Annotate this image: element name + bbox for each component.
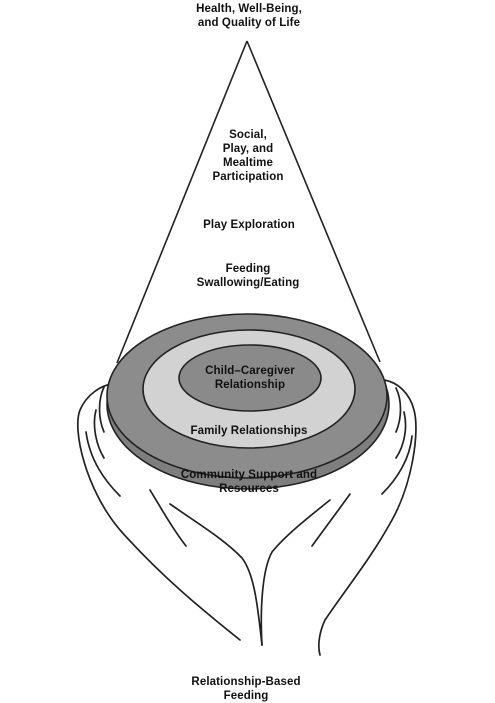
right-thumb [311, 493, 351, 547]
apex-label: Health, Well-Being, and Quality of Life [196, 3, 302, 29]
middle-ring-label: Family Relationships [190, 425, 308, 437]
inner-ring-label: Child–Caregiver Relationship [205, 365, 295, 391]
holding-hands [76, 379, 417, 656]
base-label: Relationship-Based Feeding [191, 676, 301, 702]
inner-ring [178, 344, 322, 412]
left-thumb [149, 489, 187, 547]
cone-left-edge [116, 40, 248, 364]
left-hand-outline [76, 382, 241, 641]
left-hand-palm [169, 503, 263, 646]
cone-right-edge [246, 40, 381, 363]
play-exploration-label: Play Exploration [203, 219, 295, 231]
participation-label: Social, Play, and Mealtime Participation [212, 129, 284, 183]
left-fingers [85, 386, 121, 497]
right-hand-outline [318, 379, 417, 656]
right-fingers [381, 387, 413, 495]
right-hand-palm [260, 499, 331, 646]
feeding-label: Feeding Swallowing/Eating [196, 263, 300, 289]
outer-ring-label: Community Support and Resources [180, 469, 318, 495]
